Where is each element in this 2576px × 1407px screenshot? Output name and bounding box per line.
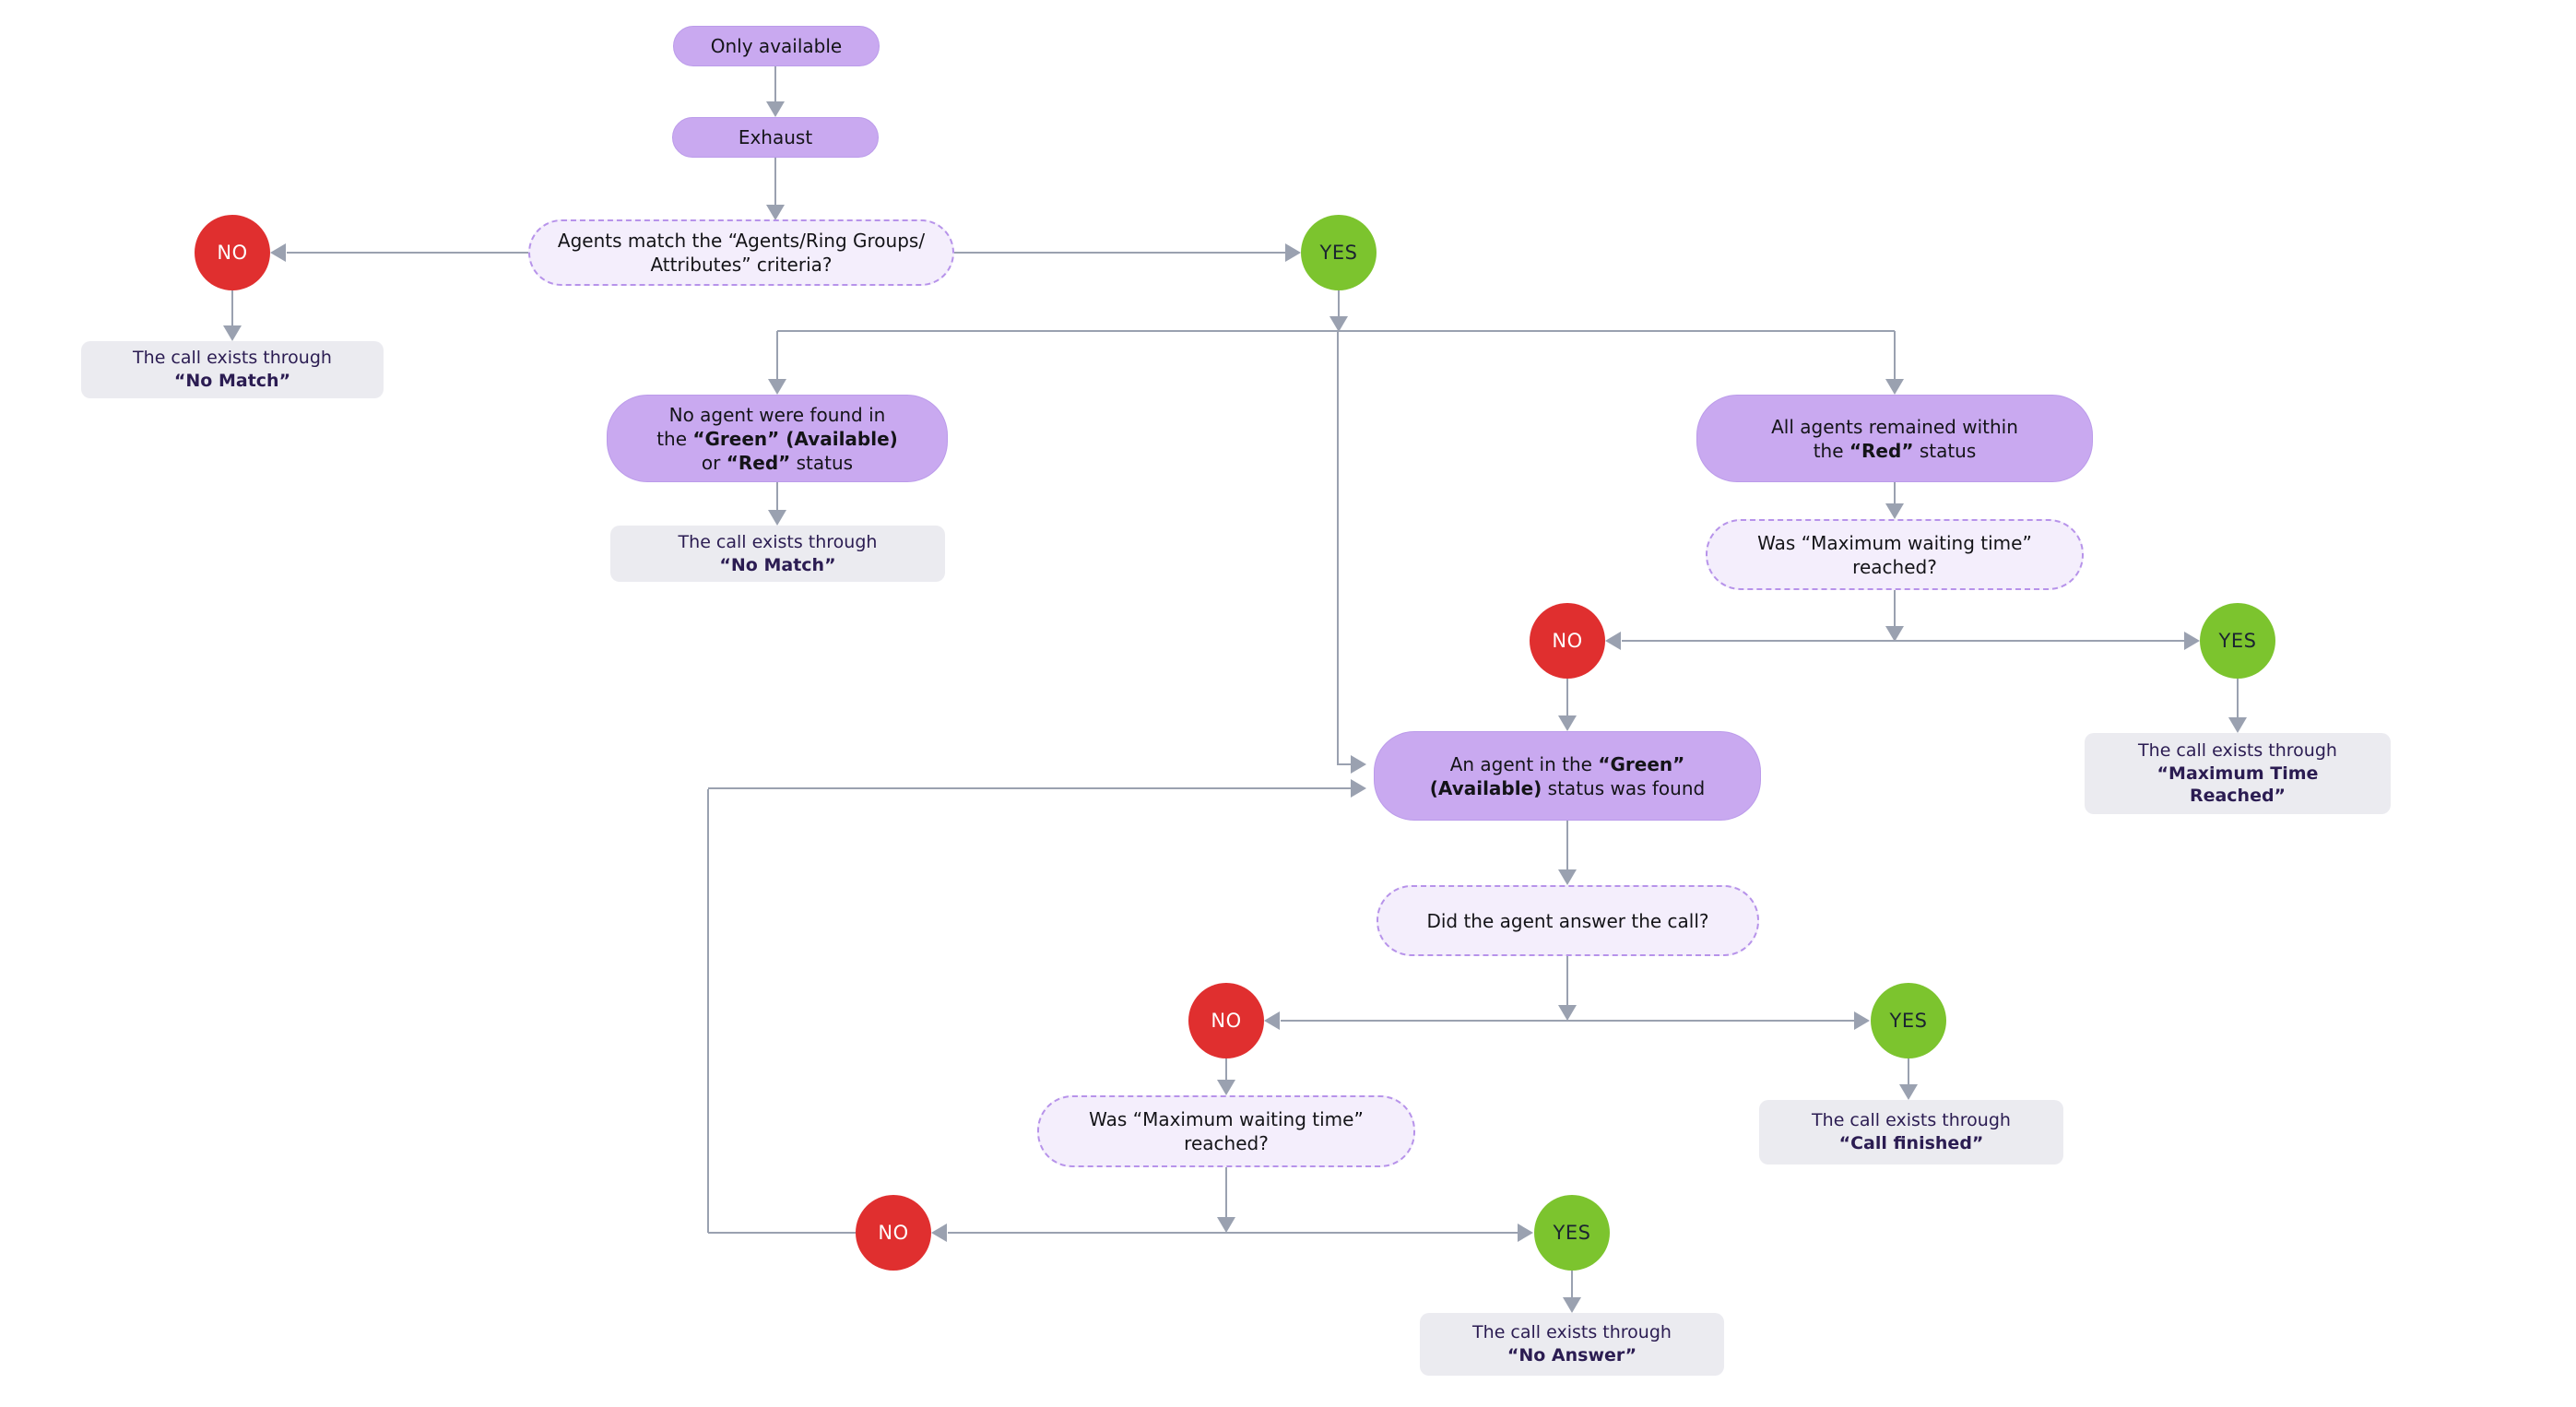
edge-row2-line <box>1281 1020 1854 1022</box>
question-did-agent-answer-label: Did the agent answer the call? <box>1426 909 1709 932</box>
question-max-wait-1-label: Was “Maximum waiting time” reached? <box>1757 531 2032 578</box>
edge-split-allagents <box>1894 331 1896 379</box>
badge-yes-label: YES <box>1889 1010 1928 1032</box>
edge-yes4-noanswer <box>1571 1271 1573 1297</box>
result-no-match-2-label: The call exists through “No Match” <box>678 531 878 575</box>
badge-yes-label: YES <box>1319 242 1358 264</box>
badge-no-label: NO <box>1552 630 1583 652</box>
result-no-match-1: The call exists through “No Match” <box>81 341 384 398</box>
arrowhead-didanswer-row <box>1558 1005 1577 1021</box>
arrowhead-noagent-nomatch2 <box>768 510 786 526</box>
arrowhead-yes2-maxtime <box>2228 717 2247 733</box>
arrowhead-criteria-no <box>270 243 286 262</box>
edge-loop-bottom <box>708 1232 856 1234</box>
result-call-finished-label: The call exists through “Call finished” <box>1812 1110 2011 1153</box>
badge-yes-label: YES <box>1553 1222 1591 1244</box>
node-no-agent-found: No agent were found in the “Green” (Avai… <box>607 395 948 482</box>
edge-yes-split <box>1338 290 1340 316</box>
node-exhaust: Exhaust <box>672 117 879 158</box>
edge-criteria-yes <box>954 252 1285 254</box>
edge-exhaust-criteria <box>774 158 776 205</box>
edge-loop-top <box>708 787 1351 789</box>
edge-row1-line <box>1622 640 2184 642</box>
badge-no-label: NO <box>217 242 248 264</box>
question-agents-match-criteria-label: Agents match the “Agents/Ring Groups/ At… <box>557 230 926 276</box>
arrowhead-no3-maxwait2 <box>1217 1080 1235 1095</box>
badge-no-match-criteria: NO <box>195 215 270 290</box>
edge-yes2-maxtime <box>2237 679 2239 717</box>
edge-maxwait1-row <box>1894 590 1896 626</box>
arrowhead-criteria-yes <box>1285 243 1301 262</box>
edge-noagent-nomatch2 <box>776 482 778 510</box>
edge-maxwait2-row <box>1225 1167 1227 1217</box>
badge-no-max-wait-1: NO <box>1530 603 1605 679</box>
node-all-agents-red: All agents remained within the “Red” sta… <box>1696 395 2093 482</box>
edge-start-exhaust <box>774 66 776 101</box>
node-only-available-label: Only available <box>710 35 843 57</box>
arrowhead-row1-no <box>1605 632 1621 650</box>
edge-split-agentfound-v <box>1337 331 1339 765</box>
badge-no-label: NO <box>1211 1010 1242 1032</box>
arrowhead-split-allagents <box>1885 379 1904 395</box>
edge-loop-vertical <box>707 789 709 1233</box>
edge-split-line <box>777 330 1895 332</box>
edge-didanswer-row <box>1566 956 1568 1005</box>
arrowhead-row3-yes <box>1518 1224 1533 1242</box>
badge-no-did-answer: NO <box>1188 983 1264 1058</box>
arrowhead-start-exhaust <box>766 101 785 117</box>
question-max-wait-2: Was “Maximum waiting time” reached? <box>1037 1095 1415 1167</box>
arrowhead-row2-yes <box>1854 1011 1870 1030</box>
arrowhead-split-noagent <box>768 379 786 395</box>
edge-no3-maxwait2 <box>1225 1058 1227 1080</box>
question-did-agent-answer: Did the agent answer the call? <box>1377 885 1759 956</box>
arrowhead-row2-no <box>1264 1011 1280 1030</box>
edge-criteria-no <box>287 252 528 254</box>
arrowhead-yes4-noanswer <box>1563 1297 1581 1313</box>
arrowhead-allagents-maxwait1 <box>1885 503 1904 519</box>
arrowhead-loop-agentfound <box>1351 779 1366 798</box>
arrowhead-split-agentfound <box>1351 755 1366 774</box>
arrowhead-no-nomatch <box>223 325 242 341</box>
badge-yes-max-wait-1: YES <box>2200 603 2275 679</box>
arrowhead-row1-yes <box>2184 632 2200 650</box>
edge-agentfound-didanswer <box>1566 821 1568 869</box>
result-no-answer-label: The call exists through “No Answer” <box>1472 1322 1672 1366</box>
node-agent-green-found-label: An agent in the “Green” (Available) stat… <box>1429 752 1706 799</box>
edge-no2-agentfound <box>1566 679 1568 715</box>
result-no-answer: The call exists through “No Answer” <box>1420 1313 1724 1376</box>
badge-no-max-wait-2: NO <box>856 1195 931 1271</box>
result-call-finished: The call exists through “Call finished” <box>1759 1100 2063 1165</box>
arrowhead-maxwait2-row <box>1217 1217 1235 1233</box>
question-agents-match-criteria: Agents match the “Agents/Ring Groups/ At… <box>528 219 954 286</box>
arrowhead-agentfound-didanswer <box>1558 869 1577 885</box>
badge-yes-max-wait-2: YES <box>1534 1195 1610 1271</box>
node-exhaust-label: Exhaust <box>738 126 813 148</box>
node-only-available: Only available <box>673 26 880 66</box>
arrowhead-row3-no <box>931 1224 947 1242</box>
badge-no-label: NO <box>878 1222 909 1244</box>
arrowhead-no2-agentfound <box>1558 715 1577 731</box>
badge-yes-did-answer: YES <box>1871 983 1946 1058</box>
node-all-agents-red-label: All agents remained within the “Red” sta… <box>1771 415 2018 462</box>
edge-row3-line <box>948 1232 1518 1234</box>
edge-split-agentfound-h <box>1338 763 1351 765</box>
badge-yes-match-criteria: YES <box>1301 215 1377 290</box>
arrowhead-exhaust-criteria <box>766 205 785 220</box>
node-agent-green-found: An agent in the “Green” (Available) stat… <box>1374 731 1761 821</box>
question-max-wait-1: Was “Maximum waiting time” reached? <box>1706 519 2084 590</box>
result-maximum-time-reached-label: The call exists through “Maximum Time Re… <box>2138 739 2337 807</box>
node-no-agent-found-label: No agent were found in the “Green” (Avai… <box>656 403 898 474</box>
result-no-match-2: The call exists through “No Match” <box>610 526 945 582</box>
edge-yes3-callfinished <box>1908 1058 1909 1084</box>
question-max-wait-2-label: Was “Maximum waiting time” reached? <box>1089 1108 1364 1154</box>
arrowhead-maxwait1-row <box>1885 626 1904 642</box>
edge-no-nomatch <box>231 290 233 325</box>
edge-allagents-maxwait1 <box>1894 482 1896 503</box>
result-no-match-1-label: The call exists through “No Match” <box>133 348 332 391</box>
badge-yes-label: YES <box>2218 630 2257 652</box>
arrowhead-yes3-callfinished <box>1899 1084 1918 1100</box>
arrowhead-yes-split <box>1329 316 1348 332</box>
result-maximum-time-reached: The call exists through “Maximum Time Re… <box>2085 733 2391 814</box>
edge-split-noagent <box>776 331 778 379</box>
